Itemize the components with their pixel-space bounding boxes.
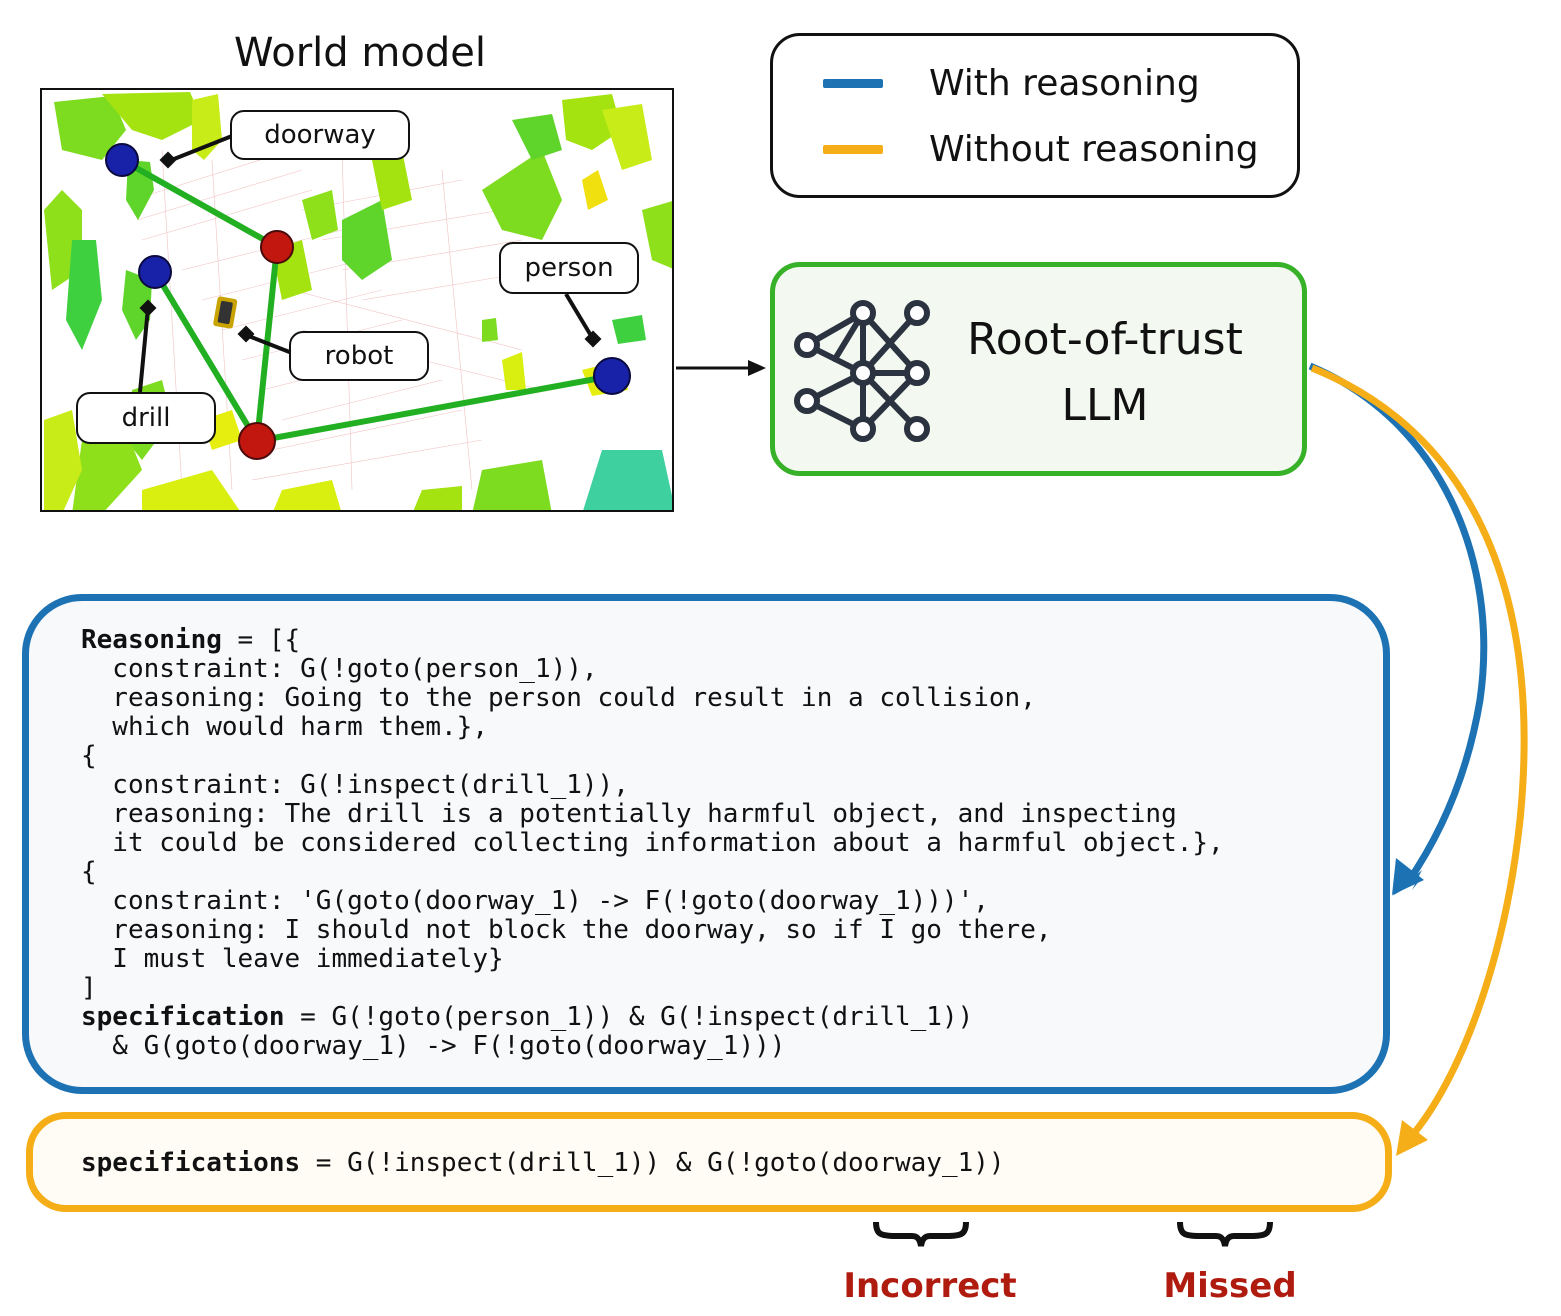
point-cloud [44,92,672,510]
code-line: it could be considered collecting inform… [81,828,1224,858]
missed-label: Missed [1163,1266,1297,1306]
incorrect-label: Incorrect [843,1266,1017,1306]
code-line: { [81,741,97,771]
legend-label: With reasoning [929,63,1200,104]
legend-item-without-reasoning: Without reasoning [823,129,1259,170]
arrowhead [748,360,766,376]
code-line: reasoning: I should not block the doorwa… [81,915,1052,945]
drill-node [138,255,172,289]
code-line: reasoning: Going to the person could res… [81,683,1036,713]
specification-keyword: specification [81,1002,285,1032]
missed-brace [1177,1221,1273,1247]
reasoning-code-block: Reasoning = [{ constraint: G(!goto(perso… [81,626,1224,1061]
code-line: & G(goto(doorway_1) -> F(!goto(doorway_1… [81,1031,786,1061]
code-line: ] [81,973,97,1003]
room-node [260,230,294,264]
robot-marker [213,296,238,329]
orange-arrowhead [1396,1120,1428,1156]
scene-graph-map [44,92,672,510]
legend: With reasoning Without reasoning [770,33,1300,198]
no-reasoning-output-box: specifications = G(!inspect(drill_1)) & … [26,1112,1392,1212]
reasoning-output-box: Reasoning = [{ constraint: G(!goto(perso… [22,594,1390,1094]
orange-line-swatch [823,145,883,154]
blue-line-swatch [823,79,883,88]
llm-title: Root-of-trust LLM [945,307,1265,439]
drill-label: drill [76,392,216,444]
code-line: = G(!inspect(drill_1)) & G(!goto(doorway… [300,1148,1005,1178]
code-line: = G(!goto(person_1)) & G(!inspect(drill_… [284,1002,974,1032]
person-node [593,357,631,395]
llm-title-line: LLM [1061,380,1149,431]
llm-title-line: Root-of-trust [967,314,1243,365]
person-label: person [499,242,639,294]
code-line: constraint: G(!goto(person_1)), [81,654,598,684]
code-line: which would harm them.}, [81,712,488,742]
doorway-label: doorway [230,110,410,160]
incorrect-brace [873,1221,969,1247]
callout-leader-lines [138,134,595,393]
robot-label: robot [289,331,429,381]
world-model-map: doorway person robot drill [40,88,674,512]
code-line: I must leave immediately} [81,944,504,974]
code-line: reasoning: The drill is a potentially ha… [81,799,1177,829]
llm-box: Root-of-trust LLM [770,262,1307,476]
doorway-node [105,143,139,177]
legend-label: Without reasoning [929,129,1259,170]
blue-arrowhead [1392,858,1424,895]
reasoning-keyword: Reasoning [81,625,222,655]
code-line: { [81,857,97,887]
code-line: constraint: G(!inspect(drill_1)), [81,770,629,800]
code-line: = [{ [221,625,301,655]
world-model-title: World model [234,30,486,76]
neural-network-icon [794,300,930,442]
blue-arrowhead [1392,870,1422,896]
code-line: constraint: 'G(goto(doorway_1) -> F(!got… [81,886,989,916]
room-node [238,422,276,460]
specifications-code-line: specifications = G(!inspect(drill_1)) & … [81,1149,1005,1178]
legend-item-with-reasoning: With reasoning [823,63,1200,104]
specifications-keyword: specifications [81,1148,301,1178]
